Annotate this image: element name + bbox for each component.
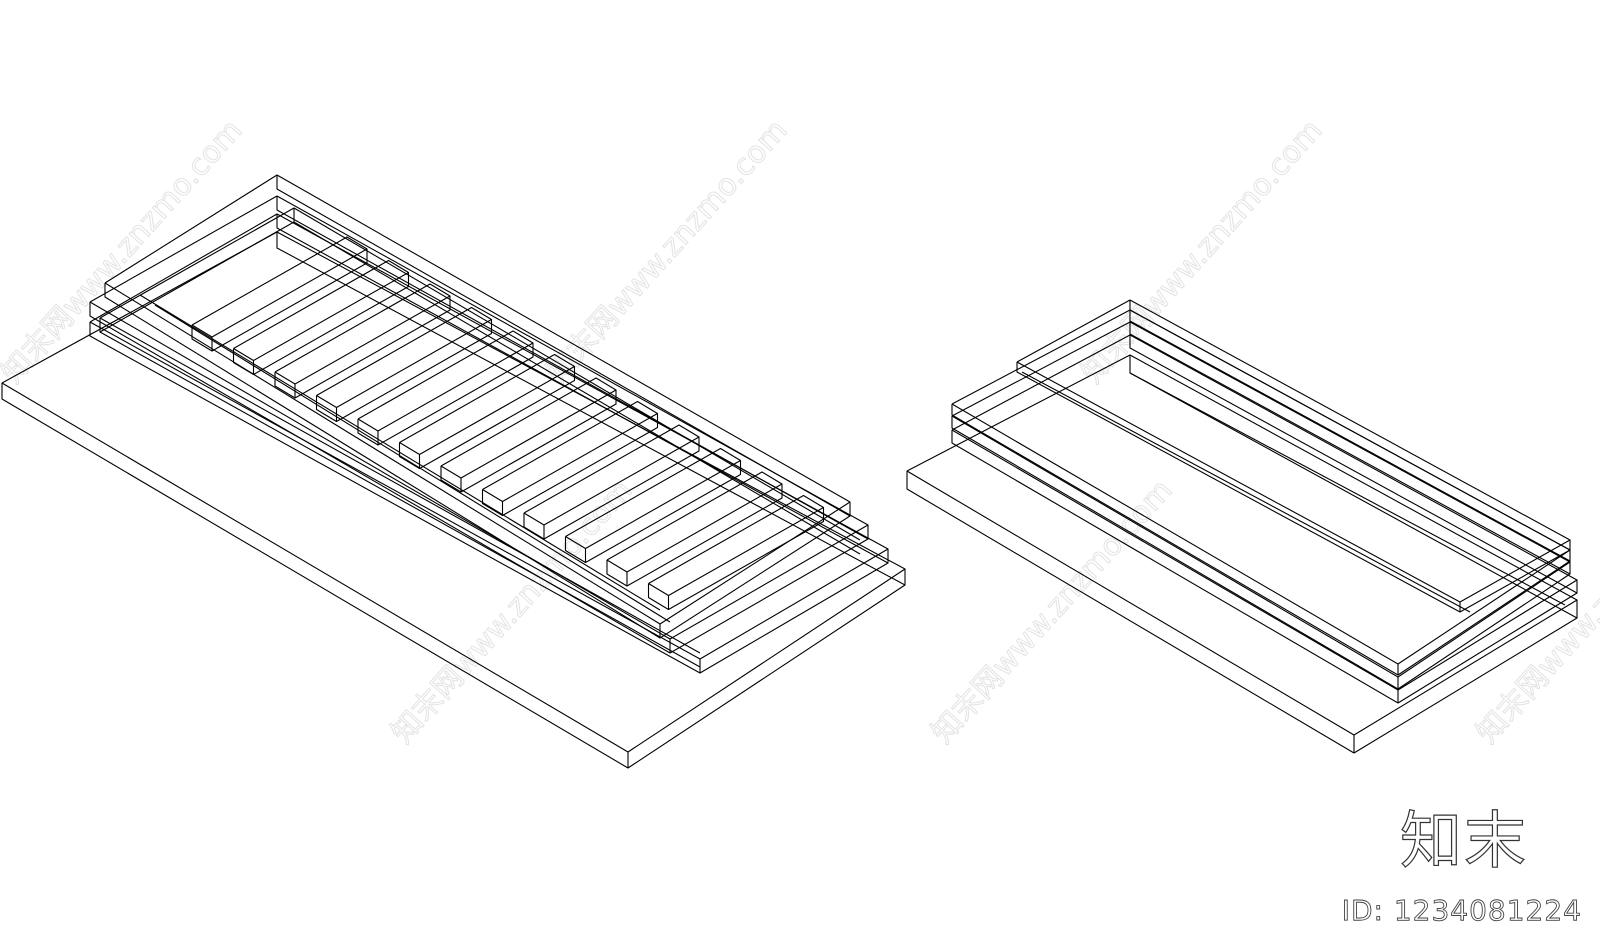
slab-base-side — [1129, 355, 1578, 619]
tread-10-front — [564, 536, 587, 564]
stringer-long-c — [293, 207, 861, 541]
tread-6-front — [398, 442, 421, 470]
tread-4-side — [336, 319, 493, 422]
tread-1-front — [191, 325, 213, 352]
tread-11-front — [606, 560, 628, 587]
tread-2-front — [232, 348, 255, 376]
stringer-long-b — [99, 331, 701, 668]
slab-recess-b — [1129, 372, 1566, 606]
stringer-long-a — [99, 317, 701, 654]
tread-7-side — [460, 390, 617, 493]
tread-5-side — [377, 343, 534, 446]
tread-6-side — [419, 366, 576, 469]
watermark-text: 知末网www.znzmo.com — [540, 113, 795, 390]
tread-11-side — [626, 484, 783, 587]
slab-layer-1-side — [1129, 335, 1578, 594]
slab-layer-1-front — [1397, 580, 1578, 704]
layer-3-side — [276, 175, 851, 517]
slab-wireframe — [906, 299, 1578, 754]
slab-layer-4-edge — [1016, 362, 1461, 613]
slab-layer-3-front — [1397, 550, 1571, 676]
slab-layer-4-front — [1459, 540, 1571, 613]
slab-layer-2-side — [1129, 322, 1571, 575]
watermark-text: 知末网www.znzmo.com — [1470, 473, 1600, 750]
stringer-inner-b — [154, 304, 671, 623]
slab-layer-2-edge — [951, 416, 1399, 690]
tread-8-front — [481, 489, 504, 517]
layer-1-front — [699, 549, 889, 674]
tread-3-side — [294, 296, 451, 399]
tread-2-side — [253, 272, 410, 375]
layer-2-front — [669, 525, 869, 654]
base-slab-edge — [1, 383, 629, 769]
stair-wireframe — [1, 174, 906, 769]
slab-layer-1-edge — [951, 430, 1399, 704]
slab-base-front — [1353, 600, 1578, 754]
layer-3-edge — [104, 283, 661, 639]
slab-layer-4-side — [1129, 300, 1571, 551]
layer-2-top — [89, 195, 869, 640]
slab-base-edge — [906, 471, 1355, 754]
tread-12-front — [647, 583, 670, 611]
tread-5-front — [357, 419, 379, 446]
base-slab-side — [276, 232, 906, 586]
layer-2-edge — [89, 302, 671, 654]
tread-10-side — [585, 460, 742, 563]
tread-9-side — [543, 437, 700, 540]
tread-9-front — [523, 513, 545, 540]
tread-1-side — [211, 249, 368, 352]
slab-layer-3-edge — [951, 404, 1399, 676]
image-id-label: ID: 1234081224 — [1341, 894, 1582, 928]
layer-1-edge — [89, 322, 701, 674]
tread-3-front — [274, 372, 296, 399]
layer-1-top — [89, 213, 889, 660]
tread-7-front — [440, 466, 462, 493]
slab-layer-2-front — [1397, 562, 1571, 690]
slab-recess-a — [1021, 371, 1471, 613]
tread-12-side — [668, 507, 825, 610]
slab-layer-3-side — [1129, 310, 1571, 562]
brand-logo: 知末 — [1399, 804, 1529, 877]
tread-8-side — [502, 413, 659, 516]
tread-4-front — [315, 395, 338, 423]
layer-3-top — [104, 174, 851, 625]
base-slab-front — [627, 569, 906, 769]
stringer-long-d — [293, 221, 861, 555]
